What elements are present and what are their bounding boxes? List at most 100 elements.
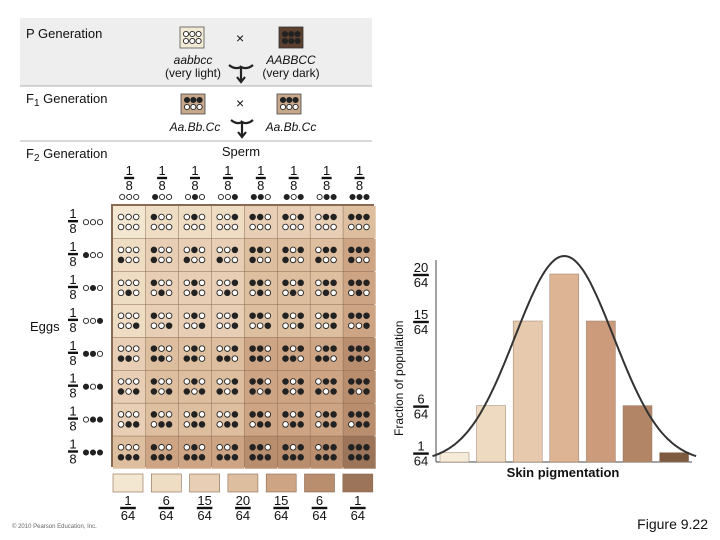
allele-dot [348, 213, 355, 221]
svg-text:8: 8 [290, 178, 297, 193]
allele-dot [264, 289, 272, 297]
punnett-cell [343, 271, 376, 305]
allele-dot [183, 388, 191, 395]
allele-dot [322, 223, 330, 231]
allele-dot [289, 345, 297, 352]
allele-dot [297, 213, 304, 221]
allele-dot [256, 444, 264, 451]
allele-dot [231, 223, 239, 231]
allele-dot [165, 213, 173, 221]
allele-dot [150, 454, 158, 461]
allele-dot [348, 312, 355, 319]
punnett-cell [310, 337, 343, 370]
allele-dot [165, 256, 173, 264]
normal-distribution-curve [432, 254, 697, 458]
punnett-cell [113, 238, 146, 272]
allele-dot [117, 246, 125, 254]
allele-dot [158, 388, 165, 395]
chart-bar [512, 320, 543, 463]
sperm-allele-dot [184, 193, 192, 201]
egg-allele-dot [89, 383, 97, 390]
egg-allele-dot [89, 284, 97, 292]
cell-background [178, 271, 212, 305]
allele-dot [150, 279, 158, 287]
allele-dot [117, 388, 125, 395]
allele-dot [315, 213, 322, 221]
allele-dot [165, 355, 173, 362]
allele-dot [256, 312, 264, 319]
allele-dot [256, 322, 264, 329]
chart-bar [549, 273, 580, 463]
allele-dot [297, 444, 304, 451]
punnett-cell [277, 370, 310, 403]
cell-background [343, 436, 376, 469]
allele-dot [279, 96, 287, 104]
allele-dot [165, 223, 173, 231]
allele-dot [264, 444, 272, 451]
punnett-cell [244, 403, 277, 436]
allele-dot [264, 378, 272, 385]
allele-dot [330, 388, 337, 395]
phenotype-swatch [304, 473, 335, 493]
svg-text:20: 20 [414, 260, 428, 275]
allele-dot [282, 378, 289, 385]
punnett-cell [211, 403, 245, 436]
svg-text:1: 1 [224, 163, 231, 178]
egg-fraction: 18 [68, 437, 78, 467]
allele-dot [322, 444, 330, 451]
allele-dot [297, 256, 304, 264]
allele-dot [198, 421, 206, 428]
punnett-cell [310, 304, 343, 338]
egg-fraction: 18 [68, 206, 78, 236]
allele-dot [289, 279, 297, 287]
cell-background [145, 370, 179, 403]
allele-dot [289, 289, 297, 297]
allele-dot [363, 421, 370, 428]
allele-dot [348, 421, 355, 428]
punnett-cell [244, 206, 277, 239]
allele-dot [191, 355, 198, 362]
svg-text:1: 1 [354, 493, 361, 508]
allele-dot [355, 289, 363, 297]
allele-dot [348, 246, 355, 254]
allele-dot [216, 223, 223, 231]
punnett-cell [277, 403, 310, 436]
allele-dot [348, 388, 355, 395]
allele-dot [132, 388, 140, 395]
allele-dot [292, 103, 299, 111]
cell-background [178, 304, 212, 338]
allele-dot [216, 454, 223, 461]
allele-dot [224, 279, 231, 287]
allele-dot [294, 37, 301, 45]
chart-bar [439, 452, 470, 463]
allele-dot [249, 421, 256, 428]
allele-dot [117, 289, 125, 297]
sperm-fraction: 18 [288, 163, 299, 193]
allele-dot [158, 444, 165, 451]
allele-dot [198, 322, 206, 329]
allele-dot [231, 388, 239, 395]
allele-dot [132, 454, 140, 461]
allele-dot [315, 345, 322, 352]
allele-dot [264, 411, 272, 418]
allele-dot [132, 289, 140, 297]
allele-dot [165, 421, 173, 428]
cell-background [277, 238, 310, 272]
punnett-cell [113, 370, 146, 403]
sperm-fraction: 18 [222, 163, 233, 193]
allele-dot [150, 444, 158, 451]
p2-phenotype: (very dark) [262, 66, 319, 80]
allele-dot [125, 411, 132, 418]
allele-dot [264, 223, 272, 231]
allele-dot [231, 289, 239, 297]
svg-text:64: 64 [351, 508, 365, 523]
allele-dot [216, 279, 223, 287]
chart-bar [476, 405, 506, 463]
allele-dot [330, 378, 337, 385]
allele-dot [315, 454, 322, 461]
allele-dot [198, 355, 206, 362]
svg-text:64: 64 [121, 508, 135, 523]
allele-dot [165, 246, 173, 254]
egg-allele-dot [89, 252, 97, 259]
allele-dot [117, 378, 125, 385]
